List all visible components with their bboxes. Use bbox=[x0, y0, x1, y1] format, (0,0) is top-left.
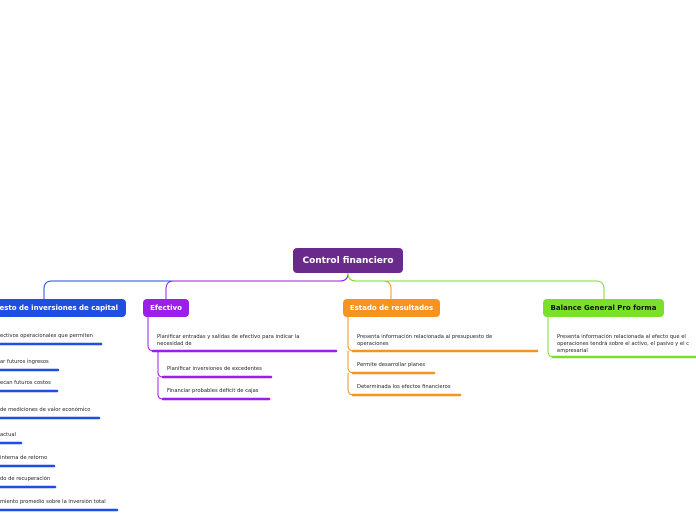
link-balance-1 bbox=[547, 317, 555, 358]
subtopic-capital-4[interactable]: de mediciones de valor económico bbox=[0, 407, 91, 413]
topic-efectivo[interactable]: Efectivo bbox=[143, 299, 189, 317]
link-efectivo-1 bbox=[147, 317, 155, 352]
link-resultados-1 bbox=[347, 317, 355, 352]
link-efectivo-2 bbox=[157, 351, 164, 378]
link-root-efectivo bbox=[165, 272, 349, 299]
subtopic-resultados-2[interactable]: Permite desarrollar planes bbox=[357, 362, 426, 368]
subtopic-resultados-3[interactable]: Determinada los efectos financieros bbox=[357, 384, 451, 390]
link-efectivo-3 bbox=[157, 377, 164, 400]
link-root-capital bbox=[43, 272, 349, 299]
subtopic-capital-8[interactable]: miento promedio sobre la inversión total bbox=[0, 499, 106, 505]
topic-capital-investments[interactable]: esto de inversiones de capital bbox=[0, 299, 126, 317]
subtopic-resultados-1[interactable]: Presenta información relacionada al pres… bbox=[357, 334, 493, 347]
topic-balance-general[interactable]: Balance General Pro forma bbox=[543, 299, 664, 317]
subtopic-capital-1[interactable]: ectivos operacionales que permiten bbox=[0, 333, 93, 339]
link-root-resultados bbox=[347, 272, 392, 299]
subtopic-capital-2[interactable]: ar futuros ingresos bbox=[0, 359, 49, 365]
subtopic-capital-7[interactable]: do de recuperación bbox=[0, 476, 51, 482]
link-root-balance bbox=[347, 272, 605, 299]
subtopic-efectivo-2[interactable]: Planificar inversiones de excedentes bbox=[167, 366, 262, 372]
link-resultados-3 bbox=[347, 373, 355, 396]
topic-estado-resultados[interactable]: Estado de resultados bbox=[343, 299, 440, 317]
link-resultados-2 bbox=[347, 351, 355, 374]
subtopic-capital-5[interactable]: actual bbox=[0, 432, 16, 438]
root-topic[interactable]: Control financiero bbox=[293, 248, 403, 273]
subtopic-efectivo-3[interactable]: Financiar probables déficit de cajas bbox=[167, 388, 259, 394]
subtopic-efectivo-1[interactable]: Planificar entradas y salidas de efectiv… bbox=[157, 334, 300, 347]
subtopic-capital-3[interactable]: ecan futuros costos bbox=[0, 380, 51, 386]
subtopic-capital-6[interactable]: interna de retorno bbox=[0, 455, 48, 461]
subtopic-balance-1[interactable]: Presenta información relacionada al efec… bbox=[557, 334, 690, 354]
